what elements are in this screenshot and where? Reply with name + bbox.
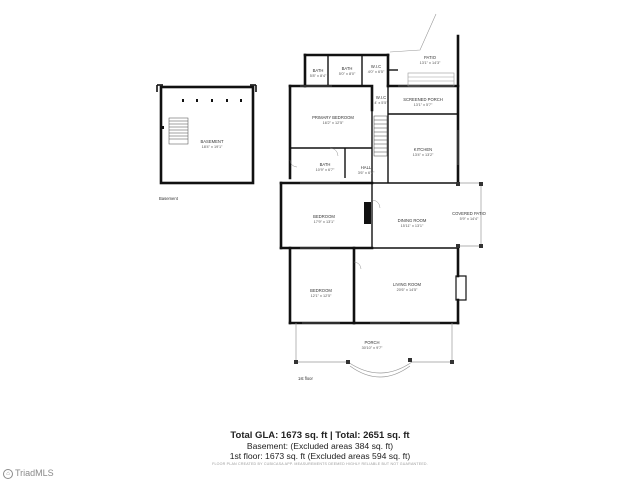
room-label-wic-mid: W.I.C bbox=[376, 95, 386, 100]
room-dim-screened-porch: 13'1" x 5'7" bbox=[414, 103, 433, 107]
room-label-bedroom-2: BEDROOM bbox=[310, 288, 332, 293]
porch-outline bbox=[294, 323, 454, 378]
room-label-porch: PORCH bbox=[364, 340, 379, 345]
room-label-kitchen: KITCHEN bbox=[414, 147, 432, 152]
room-label-primary-bedroom: PRIMARY BEDROOM bbox=[312, 115, 354, 120]
chimney bbox=[455, 275, 467, 301]
room-label-bedroom-1: BEDROOM bbox=[313, 214, 335, 219]
room-label-hall: HALL bbox=[361, 165, 372, 170]
room-label-covered-patio: COVERED PATIO bbox=[452, 211, 487, 216]
room-dim-kitchen: 13'4" x 13'2" bbox=[413, 153, 434, 157]
room-dim-bath-a: 5'8" x 8'4" bbox=[310, 74, 327, 78]
room-dim-covered-patio: 5'9" x 14'4" bbox=[460, 217, 479, 221]
interior-walls bbox=[290, 55, 458, 249]
room-label-basement: BASEMENT bbox=[200, 139, 223, 144]
triad-mls-logo-icon: ⌂ bbox=[3, 468, 13, 479]
room-label-dining-room: DINING ROOM bbox=[398, 218, 427, 223]
summary-total-gla: Total GLA: 1673 sq. ft | Total: 2651 sq.… bbox=[230, 430, 410, 441]
room-label-patio: PATIO bbox=[424, 55, 437, 60]
basement-plan bbox=[156, 84, 257, 185]
room-dim-bath-c: 10'9" x 6'7" bbox=[316, 168, 335, 172]
room-dim-primary-bedroom: 16'2" x 12'5" bbox=[323, 121, 344, 125]
room-label-bath-c: BATH bbox=[320, 162, 331, 167]
summary-first-floor: 1st floor: 1673 sq. ft (Excluded areas 5… bbox=[229, 451, 411, 461]
summary-basement: Basement: (Excluded areas 384 sq. ft) bbox=[246, 441, 394, 451]
room-label-bath-b: BATH bbox=[342, 66, 353, 71]
fireplace bbox=[364, 202, 371, 224]
room-label-wic-top: W.I.C bbox=[371, 64, 381, 69]
room-dim-living-room: 20'6" x 14'5" bbox=[397, 288, 418, 292]
first-floor-walls bbox=[279, 34, 460, 325]
room-dim-hall: 3'6" x 6'7" bbox=[358, 171, 375, 175]
windows bbox=[300, 85, 459, 324]
room-dim-bedroom-2: 12'1" x 12'5" bbox=[311, 294, 332, 298]
caption-basement: Basement bbox=[159, 196, 179, 201]
room-dim-bedroom-1: 17'9" x 13'1" bbox=[314, 220, 335, 224]
basement-stairs bbox=[168, 117, 189, 145]
caption-first-floor: 1st floor bbox=[298, 376, 314, 381]
room-dim-bath-b: 5'0" x 8'0" bbox=[339, 72, 356, 76]
room-dim-wic-top: 4'0" x 6'5" bbox=[368, 70, 385, 74]
watermark-text: TriadMLS bbox=[15, 468, 54, 478]
doors bbox=[289, 147, 381, 270]
room-dim-basement: 18'4" x 19'1" bbox=[202, 145, 223, 149]
room-dim-porch: 30'10" x 9'7" bbox=[362, 346, 383, 350]
room-label-bath-a: BATH bbox=[313, 68, 324, 73]
covered-patio-outline bbox=[456, 182, 483, 248]
disclaimer-text: FLOOR PLAN CREATED BY CUBICASA APP. MEAS… bbox=[212, 462, 428, 466]
room-dim-wic-mid: 4' x 5'5" bbox=[374, 101, 388, 105]
room-label-living-room: LIVING ROOM bbox=[393, 282, 421, 287]
room-dim-patio: 13'1" x 14'3" bbox=[420, 61, 441, 65]
watermark: ⌂TriadMLS bbox=[3, 468, 54, 479]
patio-outline bbox=[389, 13, 455, 87]
room-label-screened-porch: SCREENED PORCH bbox=[403, 97, 443, 102]
first-floor-stairs bbox=[373, 115, 388, 157]
basement-posts bbox=[161, 99, 242, 129]
room-dim-dining-room: 15'11" x 13'1" bbox=[401, 224, 424, 228]
